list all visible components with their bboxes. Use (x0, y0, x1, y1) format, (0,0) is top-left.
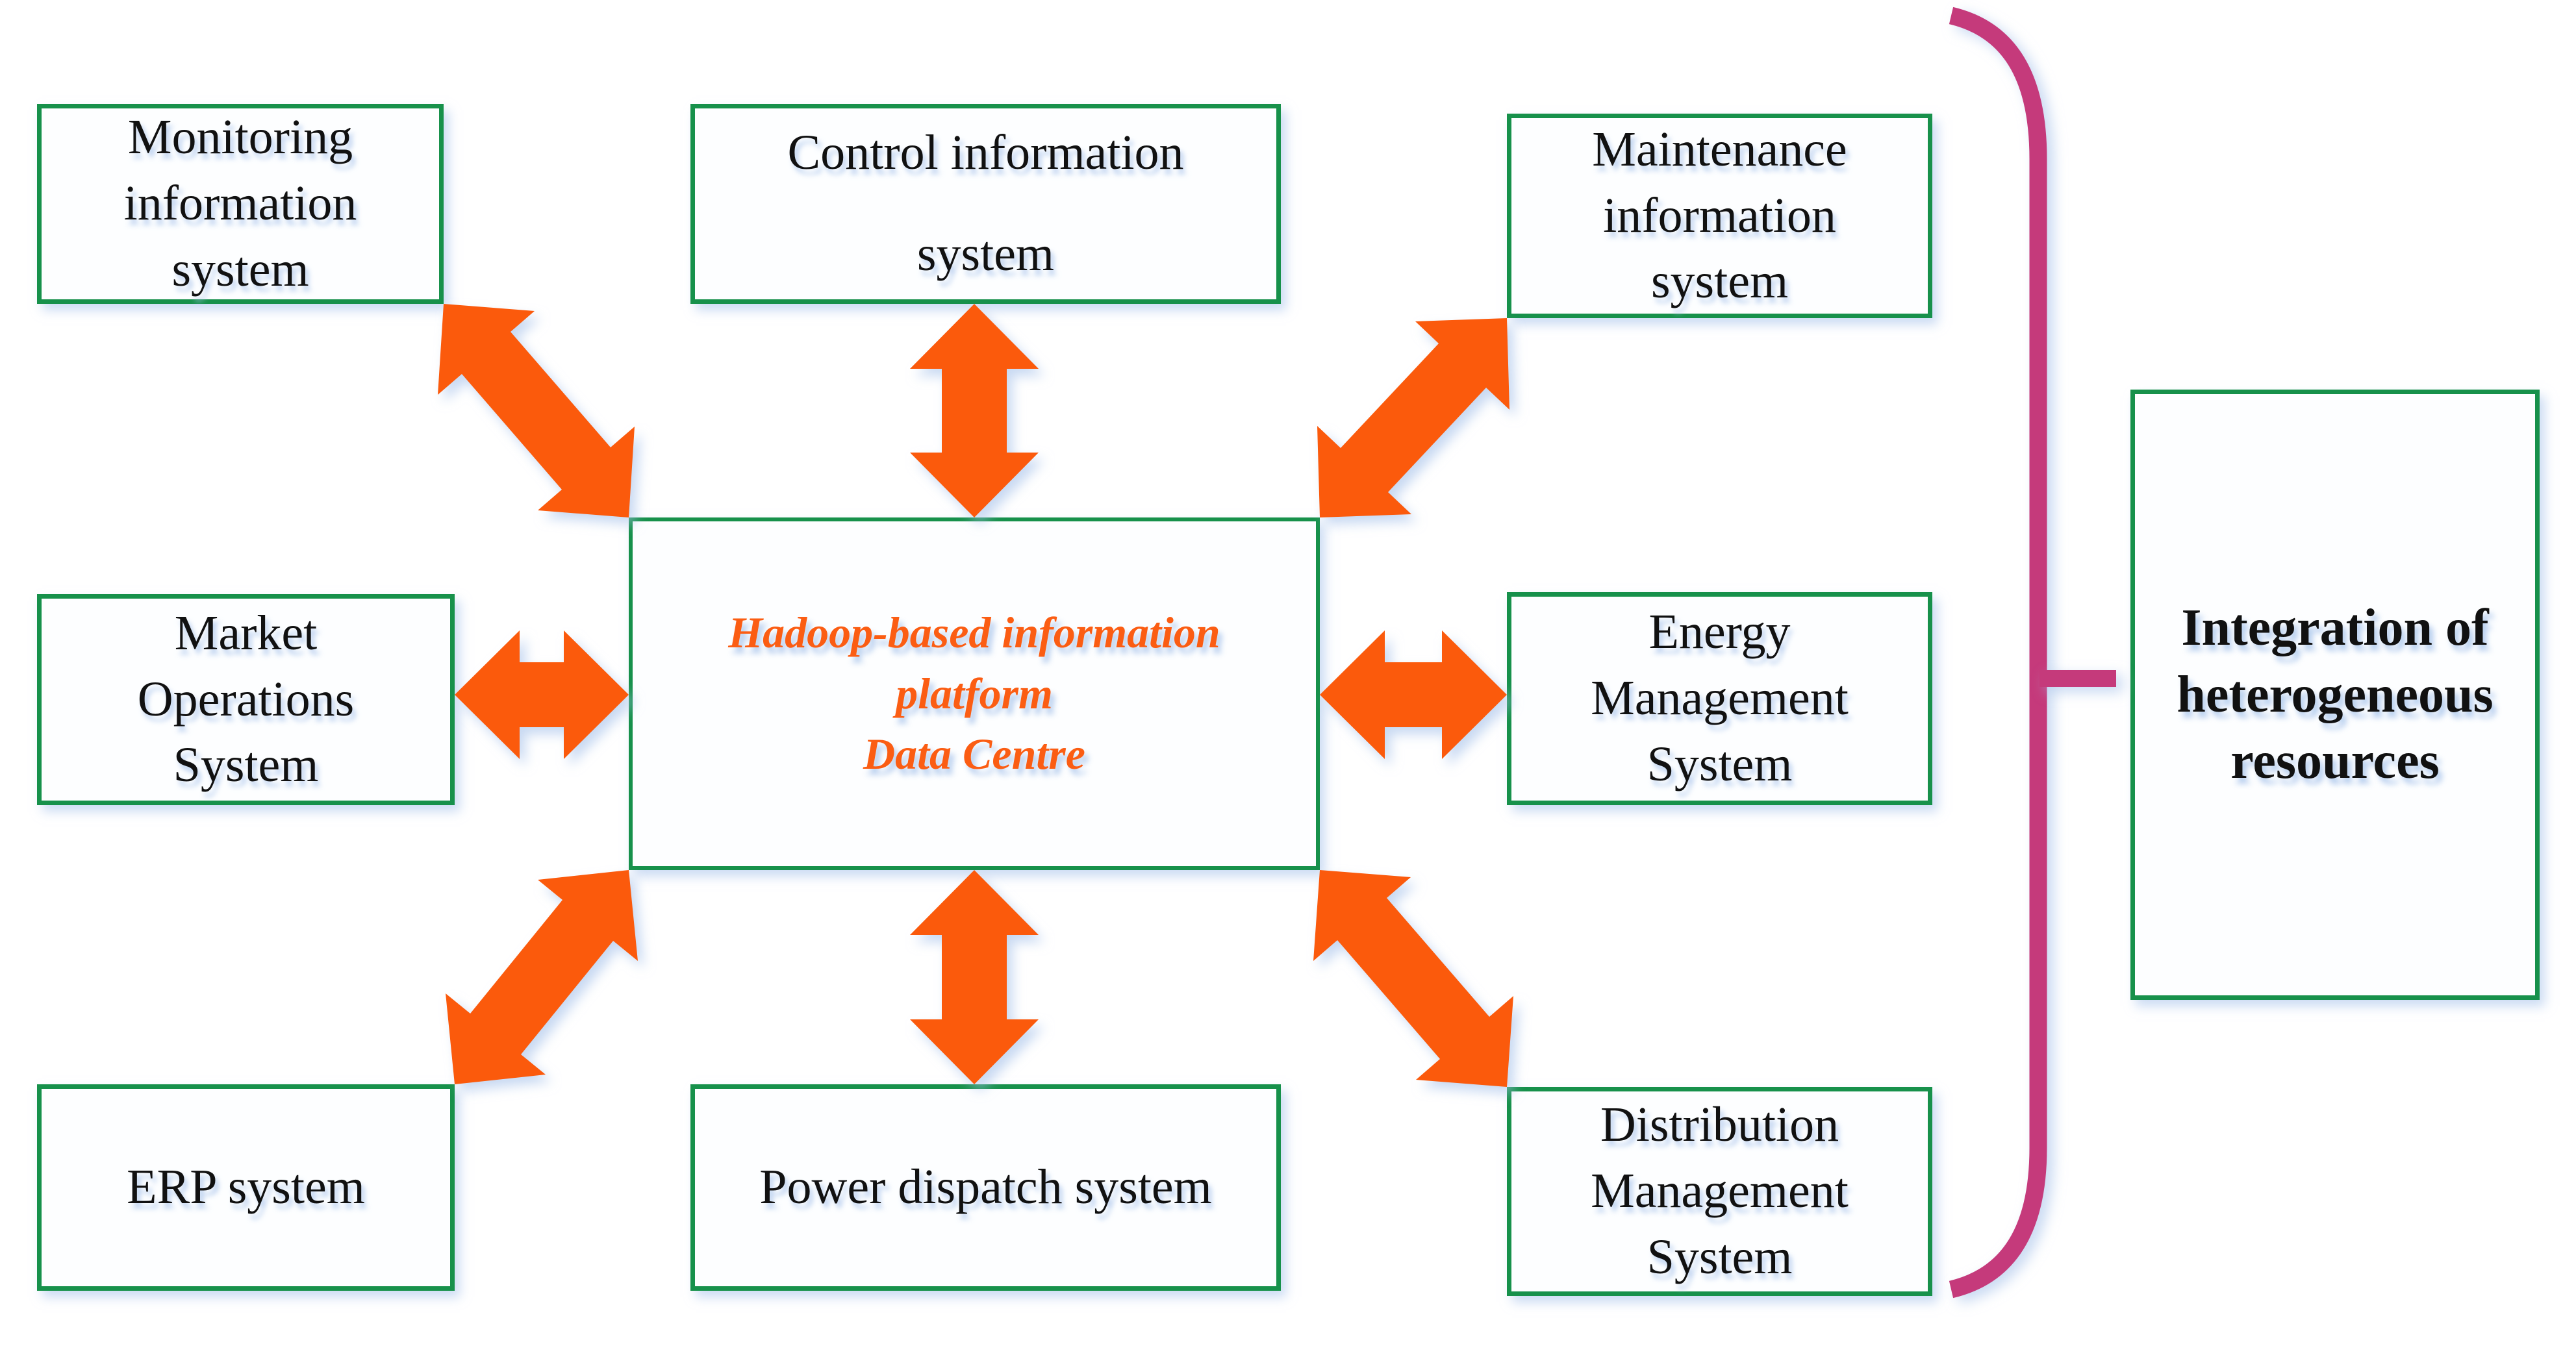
right-curly-brace (1949, 6, 2047, 1299)
box-power-dispatch-system: Power dispatch system (690, 1084, 1281, 1291)
box-monitoring-information-system: Monitoring information system (37, 104, 444, 304)
box-monitoring-label: Monitoring information system (123, 110, 357, 297)
box-platform-label: Hadoop-based information platform Data C… (728, 607, 1220, 779)
box-hadoop-platform-data-centre: Hadoop-based information platform Data C… (629, 517, 1320, 870)
box-control-label: Control information system (787, 125, 1184, 281)
double-arrow-market-platform (455, 630, 629, 759)
double-arrow-control-platform (910, 304, 1039, 517)
box-market-operations-system: Market Operations System (37, 594, 455, 805)
double-arrow-platform-erp (446, 870, 638, 1084)
box-energy-management-system: Energy Management System (1507, 592, 1932, 805)
box-control-information-system: Control information system (690, 104, 1281, 304)
box-integration-label: Integration of heterogeneous resources (2177, 599, 2494, 790)
double-arrow-platform-energy (1320, 630, 1507, 759)
box-distribution-management-system: Distribution Management System (1507, 1087, 1932, 1296)
box-maintenance-label: Maintenance information system (1592, 121, 1847, 309)
box-maintenance-information-system: Maintenance information system (1507, 114, 1932, 318)
box-erp-system: ERP system (37, 1084, 455, 1291)
double-arrow-monitoring-platform (438, 304, 635, 517)
box-integration-of-heterogeneous-resources: Integration of heterogeneous resources (2130, 390, 2540, 1000)
double-arrow-platform-power (910, 870, 1039, 1084)
box-distribution-label: Distribution Management System (1591, 1097, 1849, 1284)
double-arrow-platform-distribution (1313, 870, 1513, 1087)
box-erp-label: ERP system (127, 1160, 365, 1215)
box-power-label: Power dispatch system (759, 1160, 1212, 1215)
box-energy-label: Energy Management System (1591, 604, 1849, 791)
double-arrow-maintenance-platform (1317, 318, 1509, 517)
box-market-label: Market Operations System (137, 605, 355, 793)
